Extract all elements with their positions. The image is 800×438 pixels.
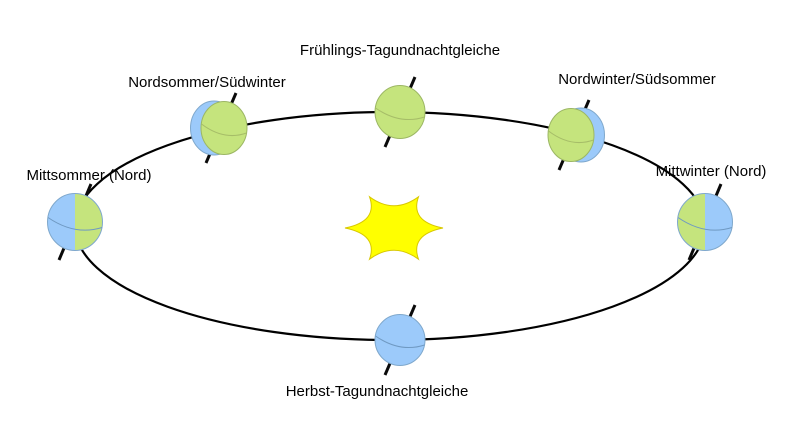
equator-line	[201, 123, 247, 136]
globe-night-side	[374, 314, 426, 366]
earth-globe-autumn-equinox	[374, 314, 426, 366]
label-autumn-equinox: Herbst-Tagundnachtgleiche	[286, 383, 469, 400]
equator-line	[677, 217, 733, 231]
earth-globe-north-summer	[190, 100, 248, 156]
equator-line	[47, 217, 103, 231]
label-north-summer: Nordsommer/Südwinter	[128, 74, 286, 91]
globe-day-half	[677, 193, 705, 251]
globe-night-half	[47, 193, 75, 251]
globe-night-half	[705, 193, 733, 251]
label-midsummer-north: Mittsommer (Nord)	[26, 167, 151, 184]
globe-day-half	[75, 193, 103, 251]
sun-star-icon	[344, 195, 444, 261]
label-spring-equinox: Frühlings-Tagundnachtgleiche	[300, 42, 500, 59]
earth-globe-midwinter-north	[677, 193, 733, 251]
label-north-winter: Nordwinter/Südsommer	[558, 71, 716, 88]
equator-line	[375, 107, 425, 120]
globe-day-side	[374, 85, 426, 139]
globe-day-side	[547, 108, 595, 162]
globe-day-side	[200, 101, 248, 155]
earth-globe-spring-equinox	[374, 85, 426, 139]
globe-outline	[47, 193, 103, 251]
equator-line	[548, 130, 594, 143]
globe-outline	[677, 193, 733, 251]
earth-globe-north-winter	[547, 107, 605, 163]
earth-globe-midsummer-north	[47, 193, 103, 251]
label-midwinter-north: Mittwinter (Nord)	[656, 163, 767, 180]
equator-line	[375, 335, 425, 348]
